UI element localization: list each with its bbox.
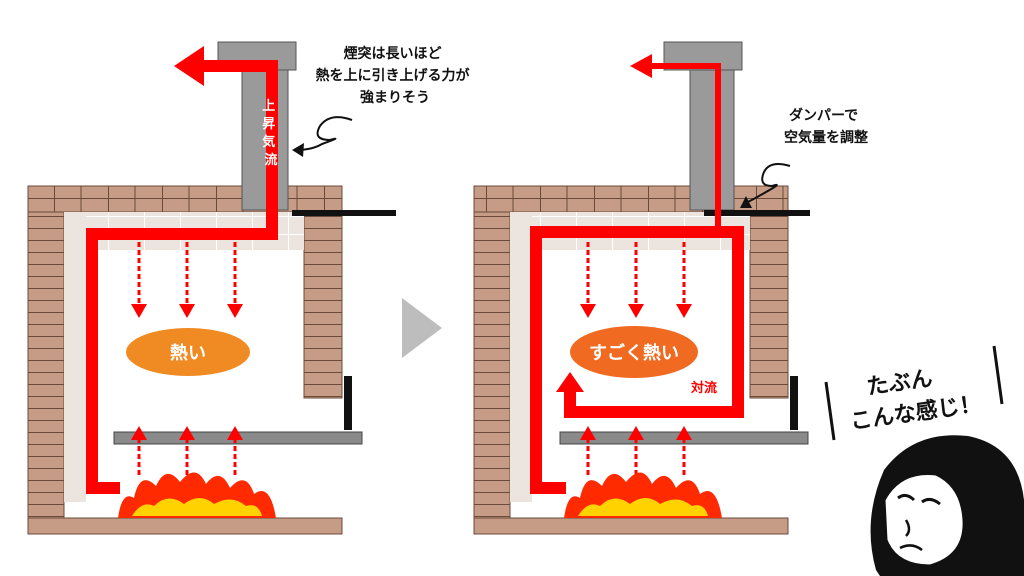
left-down-arrows xyxy=(131,242,243,318)
left-fireplace: 上 昇 気 流 熱い xyxy=(27,41,475,535)
left-note-pointer-head xyxy=(292,143,304,157)
right-brick-right-wall xyxy=(749,211,789,399)
left-note-line-2: 熱を上に引き上げる力が xyxy=(316,67,471,84)
left-brick-floor xyxy=(27,517,343,535)
right-heat-label: すごく熱い xyxy=(589,342,679,364)
left-updraft-arrow xyxy=(86,60,278,494)
right-damper-plate xyxy=(704,210,810,216)
right-chimney-flue xyxy=(689,69,735,211)
left-chimney-label-char-3: 気 xyxy=(262,134,275,150)
transition-arrow-icon xyxy=(402,298,442,358)
right-convection-arrowhead xyxy=(556,372,584,392)
right-fireplace: すごく熱い 対流 ダンパーで 空気量を調整 xyxy=(473,41,869,535)
right-down-arrows xyxy=(580,242,692,318)
left-heat-label: 熱い xyxy=(170,342,206,364)
right-exhaust-arrowhead xyxy=(630,54,652,78)
right-fire-icon xyxy=(564,472,722,518)
left-damper-post xyxy=(344,376,352,430)
left-brick-left-wall xyxy=(27,211,65,519)
right-note-line-1: ダンパーで xyxy=(789,107,858,124)
left-note-pointer xyxy=(295,116,353,151)
comment-text: たぶん こんな感じ！ xyxy=(844,360,983,435)
left-brick-top xyxy=(27,185,343,213)
left-chimney-label: 上 昇 気 流 xyxy=(262,99,280,168)
left-brick-right-wall xyxy=(303,211,343,399)
comment-bubble: たぶん こんな感じ！ xyxy=(824,345,1004,441)
right-brick-top xyxy=(473,185,789,213)
right-inner-side-band xyxy=(510,212,532,502)
right-convection-label: 対流 xyxy=(690,380,717,396)
right-exhaust-arrow xyxy=(650,63,721,226)
right-note-line-2: 空気量を調整 xyxy=(784,129,869,146)
left-up-arrows xyxy=(131,426,243,478)
right-note-pointer xyxy=(743,163,791,205)
left-chimney-label-char-2: 昇 xyxy=(262,117,275,132)
left-updraft-arrowhead xyxy=(174,46,204,86)
right-convection-loop xyxy=(530,226,744,494)
right-damper-post xyxy=(790,376,798,430)
left-fire-icon xyxy=(118,472,276,518)
right-note: ダンパーで 空気量を調整 xyxy=(784,107,869,146)
right-brick-left-wall xyxy=(473,211,511,519)
comment-line-1: たぶん xyxy=(865,366,934,400)
left-heat-zone xyxy=(126,328,250,376)
left-note-line-3: 強まりそう xyxy=(360,89,430,106)
left-inner-side-band xyxy=(64,212,86,502)
left-chimney-label-char-4: 流 xyxy=(264,152,277,168)
right-up-arrows xyxy=(580,426,692,478)
left-note-line-1: 煙突は長いほど xyxy=(344,45,442,62)
right-brick-floor xyxy=(473,517,789,535)
left-chimney-label-char-1: 上 xyxy=(262,99,275,114)
right-note-pointer-head xyxy=(740,196,752,208)
face-illustration xyxy=(870,435,1024,576)
right-heat-zone xyxy=(570,326,698,378)
left-mantel xyxy=(292,210,396,216)
left-note: 煙突は長いほど 熱を上に引き上げる力が 強まりそう xyxy=(316,45,475,106)
